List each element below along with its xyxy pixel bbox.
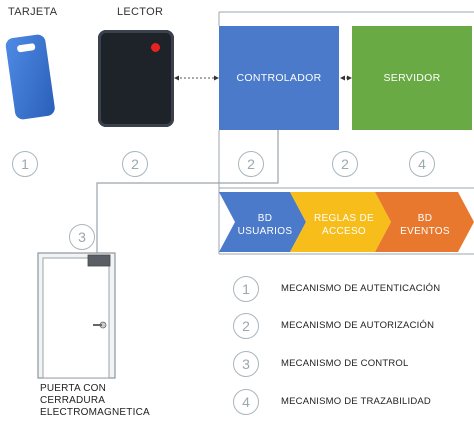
legend-text-4: MECANISMO DE TRAZABILIDAD xyxy=(281,396,431,407)
controlador-box: CONTROLADOR xyxy=(219,26,339,130)
chevron-bd-eventos-line2: EVENTOS xyxy=(400,226,450,237)
door-caption: PUERTA CON CERRADURA ELECTROMAGNETICA xyxy=(40,383,150,419)
legend-badge-2: 2 xyxy=(233,313,259,339)
chevron-bd-eventos: BD EVENTOS xyxy=(393,212,457,238)
badge-door: 3 xyxy=(69,224,95,250)
chevron-reglas-acceso: REGLAS DE ACCESO xyxy=(308,212,380,238)
legend-badge-1: 1 xyxy=(233,276,259,302)
chevron-bd-usuarios-line1: BD xyxy=(257,213,273,224)
chevron-reglas-line2: ACCESO xyxy=(321,226,367,237)
reader-led-icon xyxy=(151,43,160,52)
chevron-bd-usuarios-line2: USUARIOS xyxy=(237,226,293,237)
tarjeta-label: TARJETA xyxy=(8,6,58,18)
legend-text-2: MECANISMO DE AUTORIZACIÓN xyxy=(281,320,435,331)
chevron-bd-usuarios: BD USUARIOS xyxy=(236,212,294,238)
legend-text-1: MECANISMO DE AUTENTICACIÓN xyxy=(281,283,441,294)
lector-label: LECTOR xyxy=(117,6,164,18)
servidor-box: SERVIDOR xyxy=(352,26,472,130)
door-caption-line3: ELECTROMAGNETICA xyxy=(40,407,150,418)
legend-text-3: MECANISMO DE CONTROL xyxy=(281,358,409,369)
legend-badge-4: 4 xyxy=(233,389,259,415)
servidor-label: SERVIDOR xyxy=(383,72,441,84)
card-icon xyxy=(5,34,55,120)
controlador-label: CONTROLADOR xyxy=(236,72,322,84)
door-caption-line2: CERRADURA xyxy=(40,395,106,406)
chevron-bd-eventos-line1: BD xyxy=(417,213,433,224)
badge-between: 2 xyxy=(332,151,358,177)
reader-device xyxy=(98,30,174,127)
badge-tarjeta: 1 xyxy=(12,151,38,177)
door-icon xyxy=(37,252,116,379)
legend-badge-3: 3 xyxy=(233,351,259,377)
badge-lector: 2 xyxy=(122,151,148,177)
badge-servidor: 4 xyxy=(409,151,435,177)
badge-controlador: 2 xyxy=(238,151,264,177)
door-caption-line1: PUERTA CON xyxy=(40,383,107,394)
chevron-reglas-line1: REGLAS DE xyxy=(314,213,374,224)
